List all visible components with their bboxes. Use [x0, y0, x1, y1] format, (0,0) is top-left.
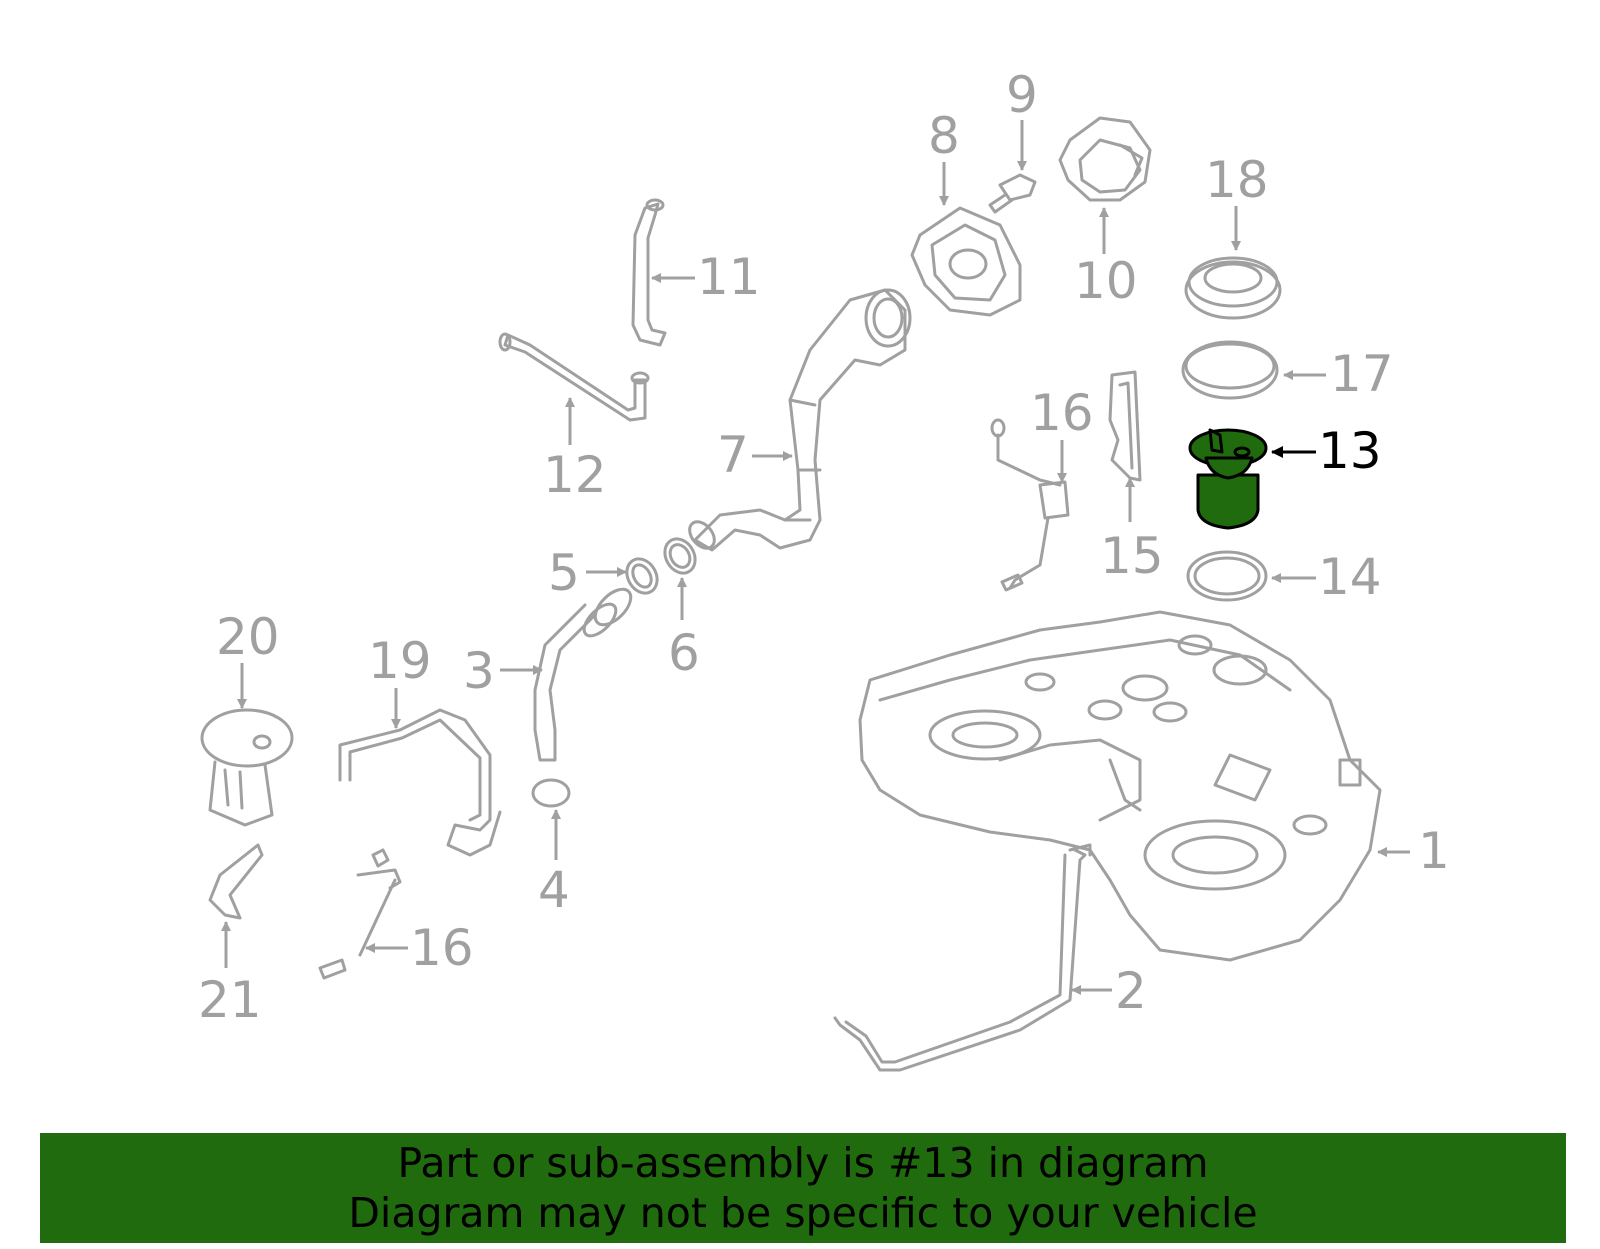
part-6-clamp: [663, 537, 697, 575]
part-19-tube: [338, 708, 502, 857]
callout-14: 14: [1318, 548, 1382, 606]
part-9-bolt: [988, 173, 1037, 214]
callout-16-lower: 16: [410, 919, 474, 977]
part-17-lock-ring: [1181, 340, 1279, 400]
part-14-seal-ring: [1186, 550, 1268, 602]
callout-6: 6: [668, 624, 700, 682]
callout-2: 2: [1115, 962, 1147, 1020]
part-16-level-sender-lower: [318, 848, 402, 980]
callout-13: 13: [1318, 422, 1382, 480]
part-18-cap: [1184, 256, 1282, 320]
part-16-level-sender-upper: [990, 418, 1070, 592]
callout-1: 1: [1418, 822, 1450, 880]
part-7-filler-neck: [688, 288, 912, 552]
callout-9: 9: [1006, 66, 1038, 124]
callout-12: 12: [543, 446, 607, 504]
part-12-vent-tube: [498, 332, 650, 422]
part-2-tank-strap: [833, 843, 1092, 1072]
callout-17: 17: [1330, 345, 1394, 403]
part-10-fuel-door: [1058, 116, 1152, 202]
part-11-vent-tube: [631, 198, 667, 347]
info-banner: Part or sub-assembly is #13 in diagram D…: [40, 1133, 1566, 1243]
callout-5: 5: [548, 544, 580, 602]
callout-4: 4: [538, 861, 570, 919]
callout-10: 10: [1074, 252, 1138, 310]
part-3-filler-hose: [533, 587, 633, 762]
part-1-fuel-tank: [858, 610, 1382, 962]
part-15-bracket: [1108, 370, 1142, 482]
callout-21: 21: [198, 971, 262, 1029]
part-20-cover: [200, 708, 294, 827]
callout-8: 8: [928, 107, 960, 165]
leader-arrows: [221, 120, 1410, 995]
callout-16-upper: 16: [1030, 384, 1094, 442]
banner-line-1: Part or sub-assembly is #13 in diagram: [397, 1139, 1209, 1187]
parts-diagram: 1 2 3 4 5 6 7 8 9 10 11 12 13 14 15 16 1…: [198, 66, 1450, 1072]
part-5-ring: [625, 557, 659, 595]
callout-11: 11: [697, 248, 761, 306]
part-8-filler-housing: [910, 206, 1022, 317]
callout-19: 19: [368, 632, 432, 690]
part-13-fuel-pump: [1188, 428, 1268, 530]
part-21-bracket: [208, 843, 264, 920]
callout-3: 3: [463, 642, 495, 700]
callout-18: 18: [1205, 151, 1269, 209]
part-4-clamp: [531, 778, 571, 808]
callout-7: 7: [717, 426, 749, 484]
callout-labels: 1 2 3 4 5 6 7 8 9 10 11 12 13 14 15 16 1…: [198, 66, 1450, 1029]
callout-15: 15: [1100, 527, 1164, 585]
callout-20: 20: [216, 608, 280, 666]
banner-line-2: Diagram may not be specific to your vehi…: [348, 1189, 1258, 1237]
